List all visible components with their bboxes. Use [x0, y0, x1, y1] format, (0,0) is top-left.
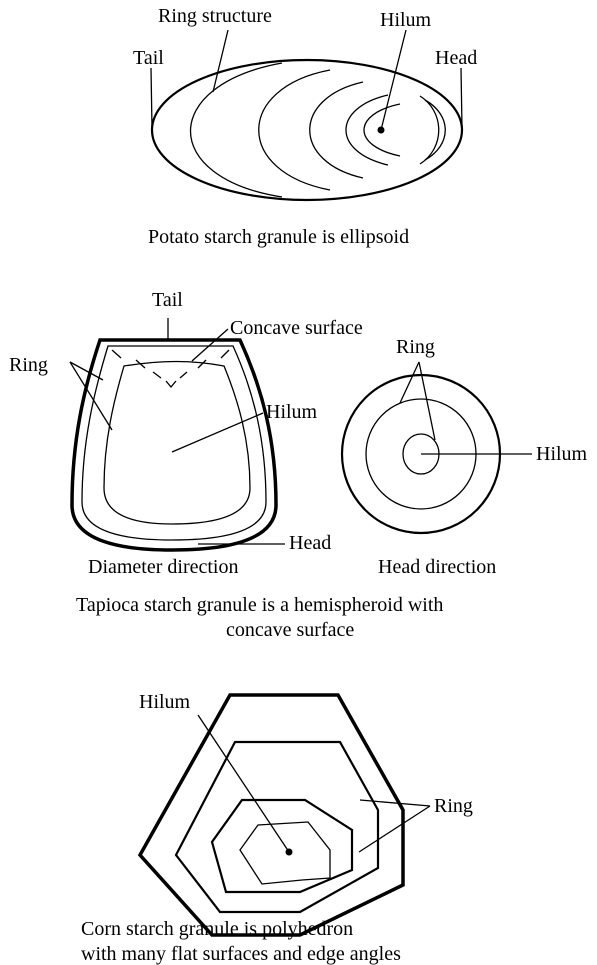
- tapioca-head-ring-leader-2: [419, 362, 435, 440]
- corn-granule: [140, 695, 430, 935]
- tapioca-label-ring: Ring: [9, 354, 48, 376]
- tapioca-label-tail: Tail: [152, 289, 183, 311]
- tapioca-head-label-hilum: Hilum: [536, 443, 588, 465]
- potato-granule: [151, 30, 462, 200]
- tapioca-hilum-leader: [172, 413, 263, 452]
- tapioca-head-view: [342, 362, 532, 533]
- tapioca-concave-dash-4: [221, 350, 229, 358]
- potato-ring-6: [420, 96, 439, 164]
- corn-ring-leader-2: [359, 806, 430, 852]
- potato-outline: [152, 60, 462, 200]
- tapioca-view-diameter: Diameter direction: [88, 556, 239, 578]
- corn-label-hilum: Hilum: [139, 691, 191, 713]
- potato-label-head: Head: [435, 47, 477, 69]
- tapioca-concave-v: [166, 381, 176, 387]
- tapioca-concave-dash-1: [112, 350, 121, 358]
- tapioca-caption-line-2: concave surface: [226, 619, 354, 641]
- corn-outer-polygon: [140, 695, 403, 935]
- tapioca-label-hilum: Hilum: [266, 401, 318, 423]
- tapioca-label-concave-surface: Concave surface: [230, 317, 363, 339]
- tapioca-caption-line-1: Tapioca starch granule is a hemispheroid…: [76, 594, 443, 616]
- tapioca-concave-dash-3: [153, 372, 161, 378]
- tapioca-outer-shell: [72, 340, 276, 550]
- corn-hilum-leader: [198, 715, 289, 852]
- tapioca-concave-dash-5: [198, 360, 206, 368]
- tapioca-ring-inner: [104, 362, 250, 525]
- potato-caption: Potato starch granule is ellipsoid: [148, 226, 409, 248]
- potato-label-hilum: Hilum: [380, 9, 432, 31]
- potato-ring-2: [259, 70, 330, 190]
- tapioca-concave-dash-6: [180, 372, 187, 378]
- corn-caption-line-2: with many flat surfaces and edge angles: [81, 943, 401, 965]
- corn-caption-line-1: Corn starch granule is polyhedron: [81, 918, 353, 940]
- potato-ring-3: [310, 82, 363, 178]
- corn-label-ring: Ring: [434, 795, 473, 817]
- corn-hilum-region: [240, 822, 330, 884]
- potato-tail-leader: [151, 68, 152, 128]
- potato-label-tail: Tail: [133, 47, 164, 69]
- tapioca-side-view: [70, 318, 285, 550]
- corn-ring-leader-1: [360, 800, 430, 806]
- potato-hilum-leader: [381, 30, 406, 130]
- potato-label-ring-structure: Ring structure: [158, 5, 272, 27]
- tapioca-head-ring-leader-1: [400, 362, 419, 403]
- potato-ring-1: [191, 63, 283, 197]
- tapioca-head-label-ring: Ring: [396, 336, 435, 358]
- tapioca-view-head: Head direction: [378, 556, 496, 578]
- tapioca-label-head: Head: [289, 532, 331, 554]
- corn-ring-3: [212, 800, 352, 892]
- potato-ring-7: [425, 100, 445, 160]
